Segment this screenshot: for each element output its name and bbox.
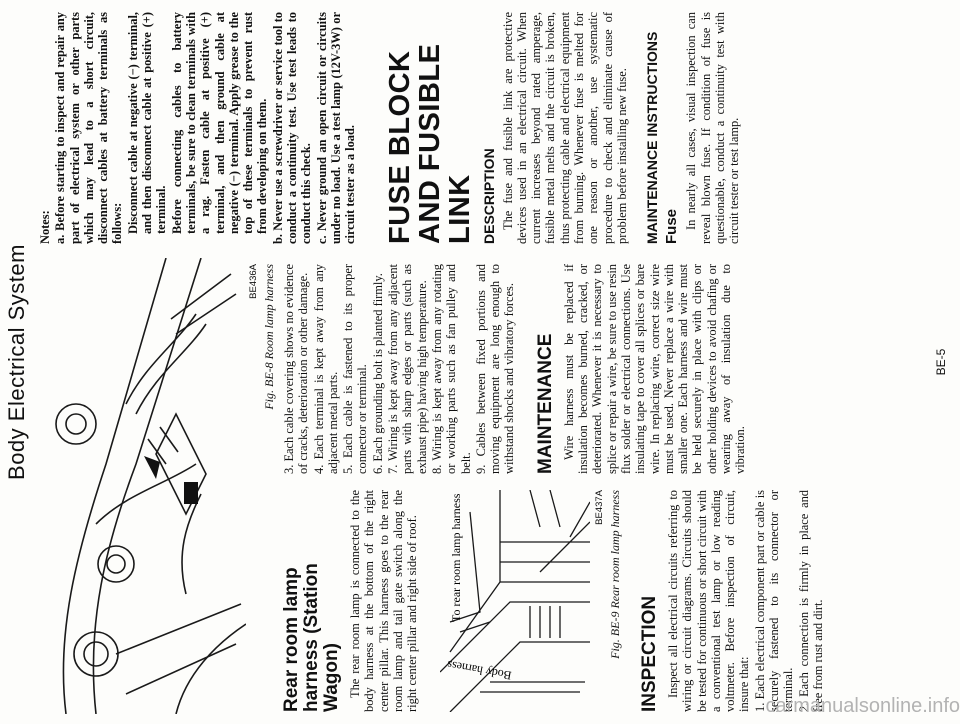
- column-1: Rear room lamp harness (Station Wagon) T…: [281, 490, 420, 712]
- fig-be9-illustration: Body harness To rear room lamp harness: [440, 490, 590, 712]
- note-a: a. Before starting to inspect and repair…: [53, 12, 125, 244]
- maintenance-body: Wire harness must be replaced if insulat…: [561, 264, 748, 474]
- inspection-item-4: 4. Each terminal is kept away from any a…: [311, 264, 340, 474]
- inspection-item-6: 6. Each grounding bolt is planted firmly…: [370, 273, 385, 474]
- fuse-subheading: Fuse: [663, 208, 681, 244]
- fig-be9-body-harness-label: Body harness: [446, 658, 513, 683]
- page-number: BE-5: [934, 348, 948, 376]
- fig-be9-code: BE437A: [594, 490, 605, 525]
- rear-room-lamp-body: The rear room lamp is connected to the b…: [348, 490, 420, 712]
- fig-be8-caption: Fig. BE-8 Room lamp harness: [262, 264, 276, 410]
- fuse-block-heading: FUSE BLOCK AND FUSIBLE LINK: [383, 43, 476, 244]
- maintenance-instructions-heading: MAINTENANCE INSTRUCTIONS: [644, 31, 661, 244]
- inspection-item-1: 1. Each electrical component part or cab…: [752, 490, 796, 712]
- inspection-item-9: 9. Cables between fixed portions and mov…: [473, 264, 517, 474]
- note-c: c. Never ground an open circuit or circu…: [314, 12, 358, 244]
- fig-be8-code: BE436A: [248, 264, 259, 299]
- inspection-heading: INSPECTION: [639, 595, 660, 712]
- inspection-item-8: 8. Wiring is kept away from any rotating…: [429, 264, 473, 474]
- maintenance-heading: MAINTENANCE: [534, 333, 556, 474]
- fig-be9-rear-harness-label: To rear room lamp harness: [449, 493, 463, 622]
- page-header: Body Electrical System: [4, 244, 29, 480]
- notes-label: Notes:: [38, 210, 52, 244]
- watermark-text: carmanualsonline.info: [765, 695, 960, 717]
- description-heading: DESCRIPTION: [480, 148, 497, 244]
- inspection-intro: Inspect all electrical circuits referrin…: [666, 490, 752, 712]
- inspection-item-2: 2. Each connection is firmly in place an…: [796, 490, 825, 712]
- fuse-body: In nearly all cases, visual inspection c…: [684, 12, 742, 244]
- inspection-item-7: 7. Wiring is kept away from any adjacent…: [386, 264, 429, 474]
- fig-be8-illustration: [55, 258, 246, 714]
- description-body: The fuse and fusible link are protective…: [500, 12, 629, 244]
- column-3: Notes: a. Before starting to inspect and…: [38, 12, 742, 244]
- column-2: 3. Each cable covering shows no evidence…: [282, 264, 749, 474]
- note-b: b. Never use a screwdriver or service to…: [270, 12, 314, 244]
- fig-be9-caption: Fig. BE-9 Rear room lamp harness: [608, 490, 622, 659]
- rear-room-lamp-heading: Rear room lamp harness (Station Wagon): [281, 563, 342, 712]
- column-1-inspection: INSPECTION Inspect all electrical circui…: [639, 490, 826, 712]
- inspection-item-5: 5. Each cable is fastened to its proper …: [341, 264, 370, 474]
- inspection-item-3: 3. Each cable covering shows no evidence…: [282, 264, 311, 474]
- note-a-connect: Before connecting cables to battery term…: [169, 12, 270, 234]
- note-a-disconnect: Disconnect cable at negative (−) termina…: [125, 12, 169, 234]
